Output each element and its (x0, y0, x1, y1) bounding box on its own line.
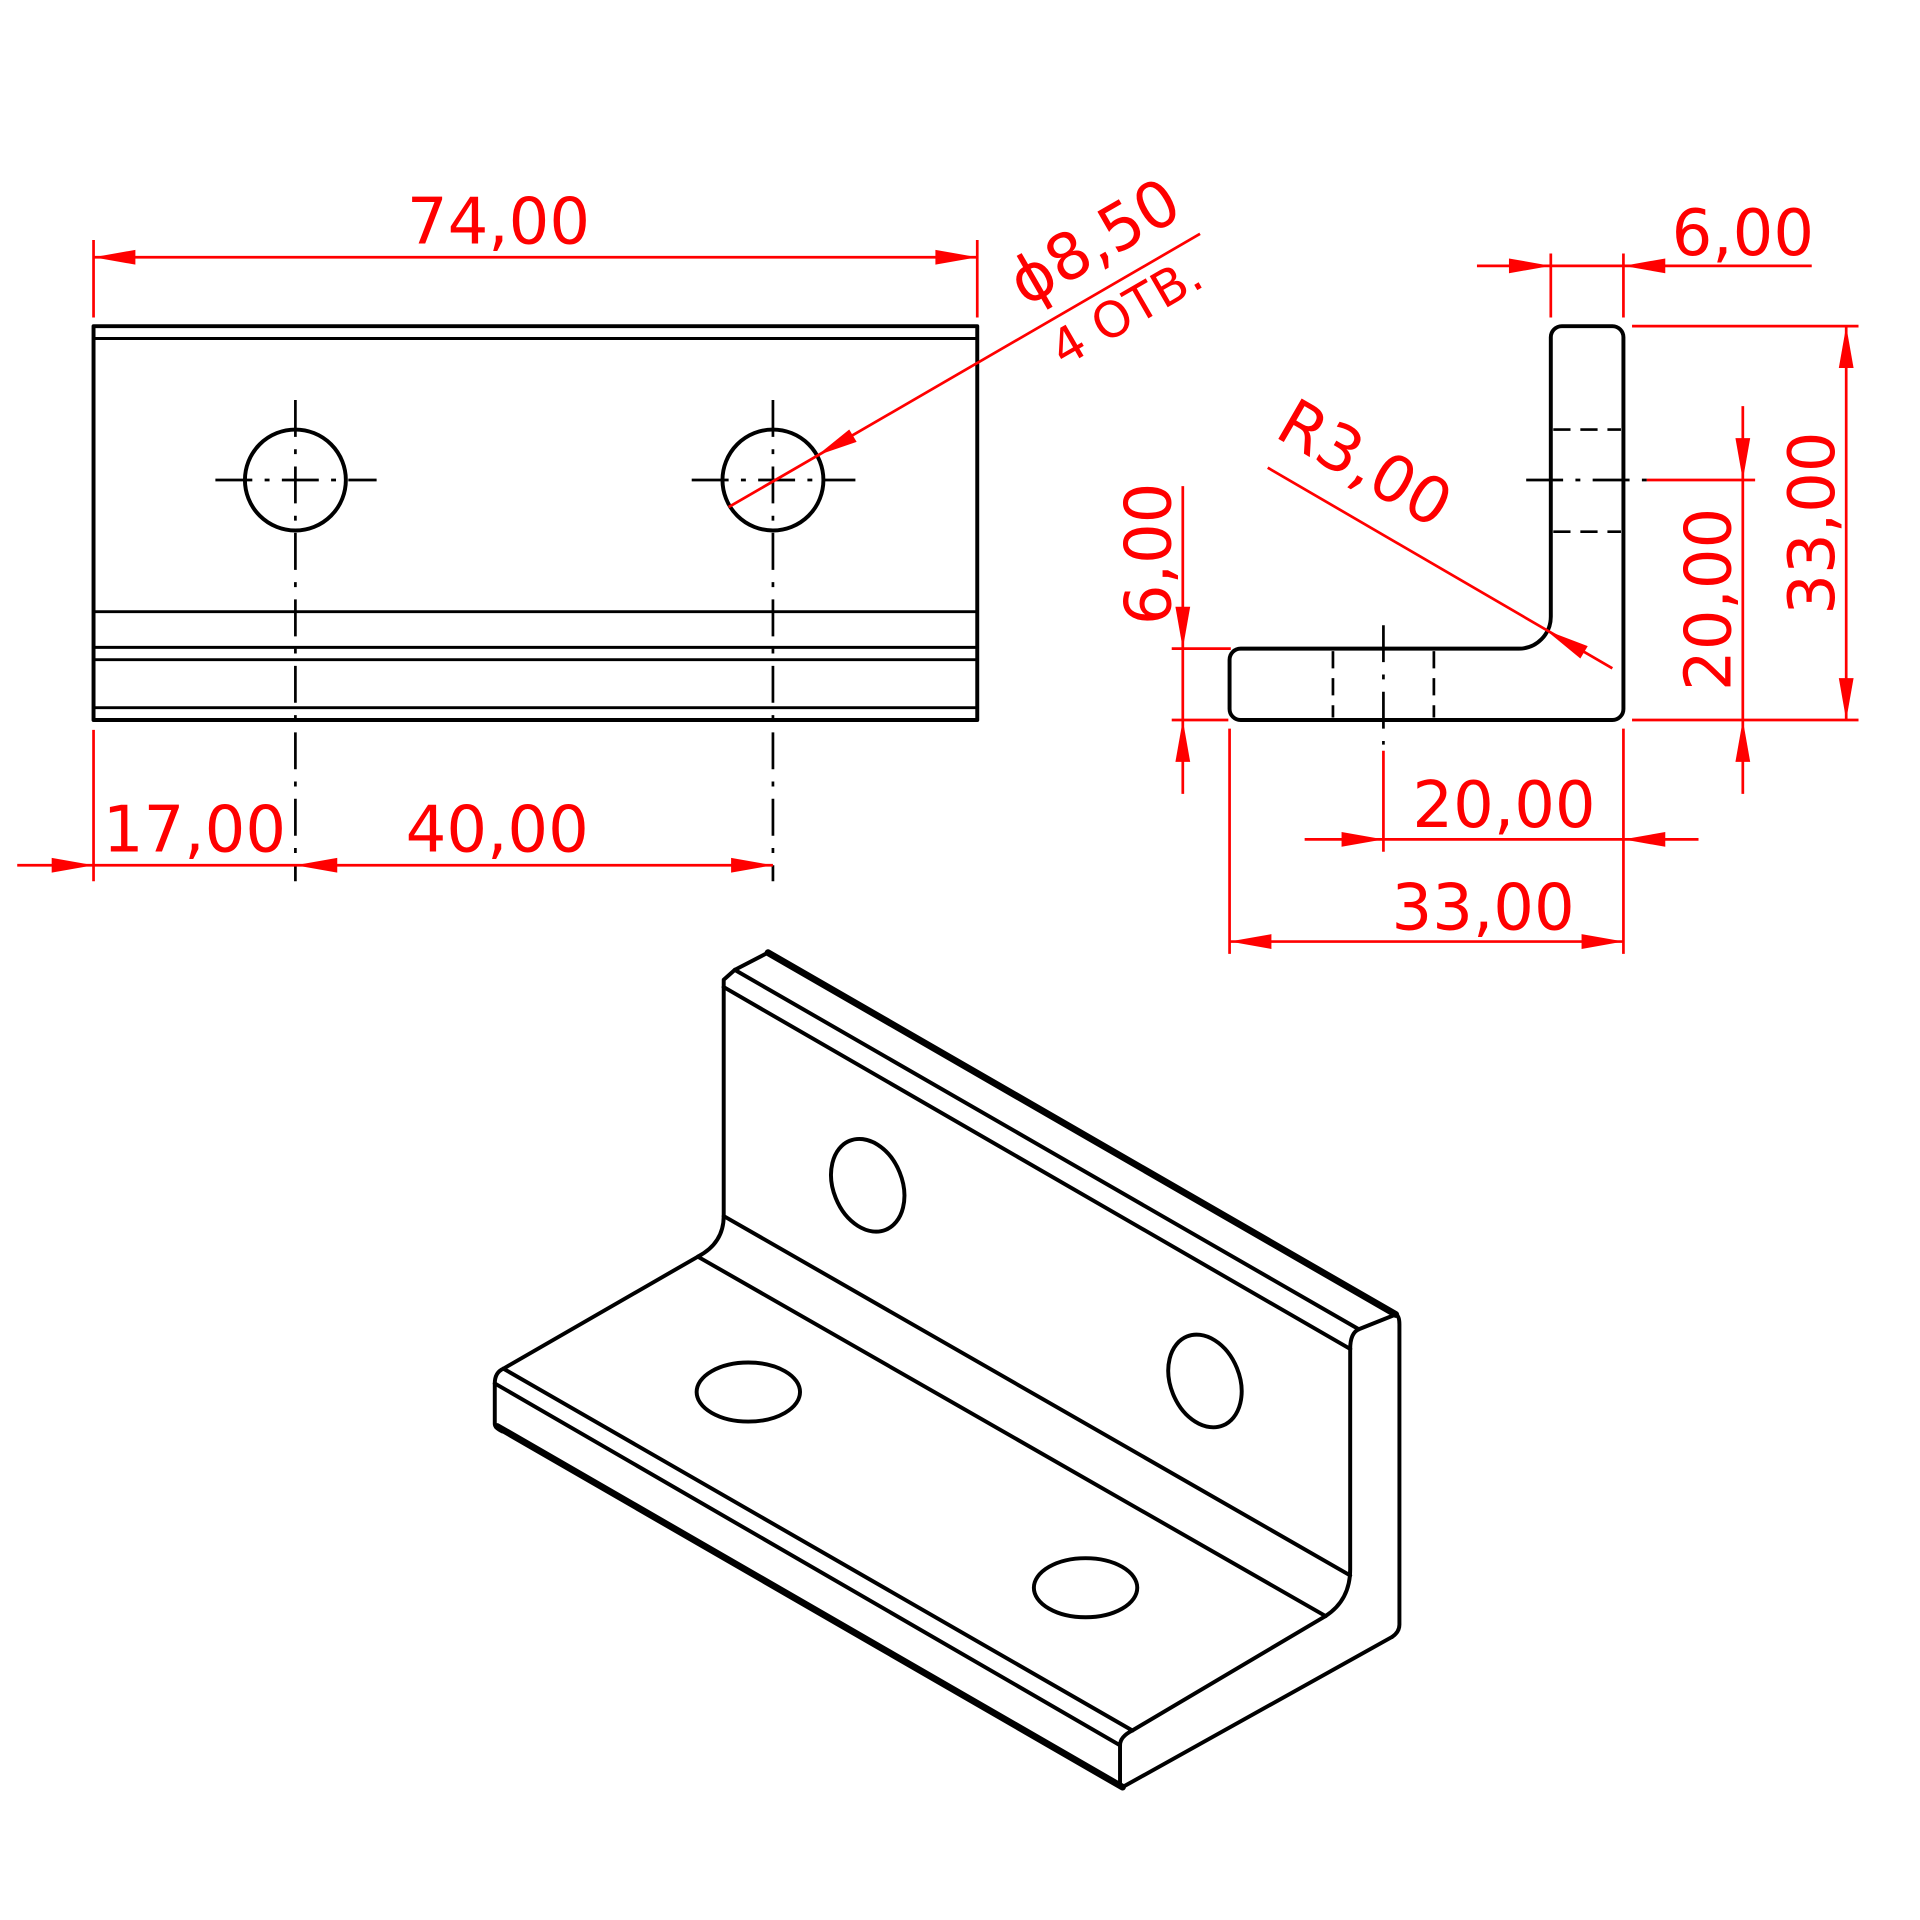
iso-bottom-right-edge (1120, 1634, 1395, 1790)
front-view-outline (91, 324, 980, 722)
arrowhead (1735, 438, 1751, 481)
arrowhead (935, 249, 978, 265)
leader-line-hole-diameter (727, 232, 1201, 509)
side-view-dimensions: 6,00 33,00 20,00 6,00 R3,00 (1112, 197, 1859, 954)
arrowhead (1508, 258, 1551, 274)
iso-inner-bend-right (1323, 1346, 1353, 1619)
arrowhead (731, 857, 773, 873)
arrowhead (1838, 326, 1854, 369)
iso-hole-vertical-left (829, 1136, 907, 1234)
dim-hole-spacing-label: 40,00 (406, 794, 589, 868)
arrowhead (1175, 720, 1191, 762)
iso-front-corner (1118, 1614, 1328, 1748)
dim-leg-height-label: 33,00 (1776, 431, 1850, 614)
dim-leg-width-label: 33,00 (1392, 871, 1575, 945)
iso-top-rim-heavy-edge (764, 949, 1400, 1318)
dim-thickness-side-label: 6,00 (1112, 483, 1186, 625)
side-view-profile (1227, 324, 1626, 722)
front-view-dimensions: 74,00 17,00 40,00 ϕ8,50 4 OTB. (17, 165, 1212, 882)
arrowhead (1623, 258, 1666, 274)
iso-top-corner (1348, 1312, 1398, 1351)
iso-inner-bend-line (721, 1214, 1353, 1578)
iso-horizontal-leg-edge (492, 1381, 1122, 1748)
dim-edge-offset-label: 17,00 (103, 794, 286, 868)
dim-length-label: 74,00 (407, 186, 590, 260)
dim-hole-height-label: 20,00 (1673, 508, 1747, 691)
arrowhead (1581, 934, 1624, 949)
dim-thickness-top-label: 6,00 (1672, 197, 1815, 271)
iso-inner-bend-left (695, 985, 726, 1259)
arrowhead (1545, 630, 1588, 659)
side-view (1227, 324, 1647, 745)
iso-hole-horizontal-right (1031, 1556, 1140, 1620)
arrowhead (1175, 606, 1191, 649)
arrowhead (295, 857, 338, 873)
arrowhead (817, 429, 857, 456)
iso-hole-horizontal-left (694, 1360, 802, 1424)
iso-horizontal-leg-top-edge (501, 1254, 700, 1371)
arrowhead (1838, 678, 1854, 721)
iso-top-face-front-edge (721, 985, 1353, 1351)
iso-top-edge (732, 967, 1361, 1332)
iso-hole-vertical-right (1166, 1332, 1244, 1430)
arrowhead (51, 857, 94, 873)
arrowhead (1623, 832, 1666, 847)
arrowhead (1341, 832, 1384, 847)
iso-inner-bend-line (695, 1254, 1328, 1619)
iso-bottom-heavy-edge (493, 1423, 1126, 1791)
isometric-view (492, 949, 1402, 1791)
dim-bend-radius-label: R3,00 (1265, 386, 1464, 544)
arrowhead (1735, 720, 1751, 762)
iso-right-edge (1390, 1312, 1402, 1639)
iso-horizontal-leg-left-corner (492, 1366, 506, 1434)
arrowhead (1229, 934, 1272, 949)
iso-horizontal-leg-edge (501, 1366, 1135, 1733)
arrowhead (93, 249, 136, 265)
dim-hole-offset-label: 20,00 (1412, 769, 1595, 843)
